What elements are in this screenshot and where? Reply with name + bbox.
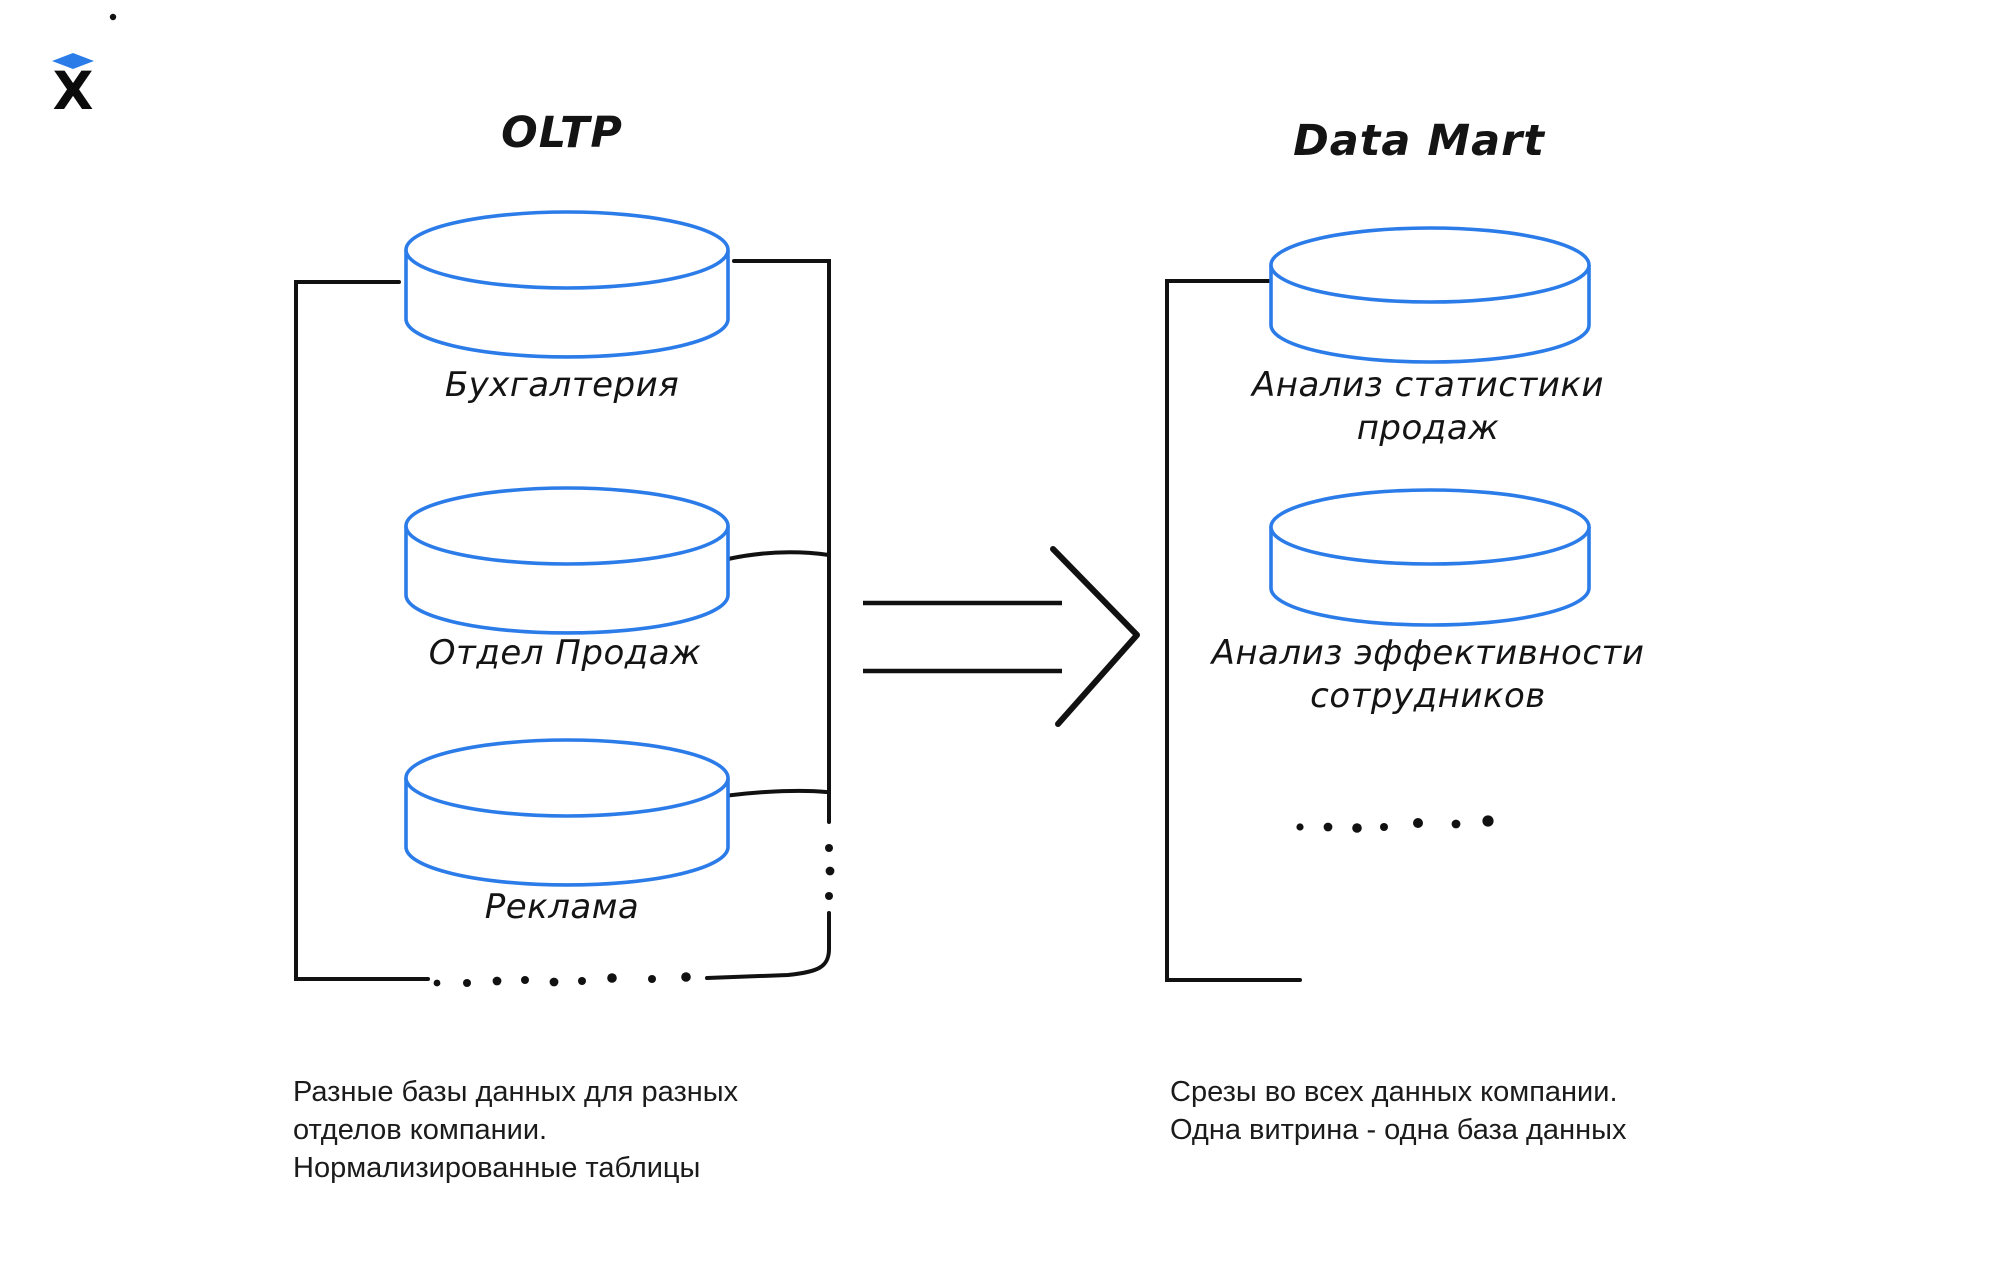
datamart-db-employee-eff-cylinder bbox=[1269, 488, 1591, 627]
datamart-caption-line2: Одна витрина - одна база данных bbox=[1170, 1114, 1627, 1146]
oltp-ellipsis-dots-bottom bbox=[433, 972, 691, 987]
oltp-db-ads-label: Реклама bbox=[484, 887, 640, 927]
datamart-db-employee-eff-label-line2: сотрудников bbox=[1310, 676, 1546, 716]
oltp-column-title: OLTP bbox=[501, 108, 623, 158]
oltp-db-accounting-cylinder bbox=[404, 210, 730, 359]
datamart-db-sales-stats-label-line1: Анализ статистики bbox=[1251, 365, 1605, 405]
datamart-db-sales-stats-label: Анализ статистики продаж bbox=[1252, 364, 1604, 450]
oltp-db-sales-cylinder bbox=[404, 486, 730, 635]
etl-arrow bbox=[863, 546, 1140, 727]
oltp-db-accounting-label: Бухгалтерия bbox=[444, 365, 680, 405]
datamart-caption-line1: Срезы во всех данных компании. bbox=[1170, 1076, 1618, 1108]
logo-letter: X bbox=[53, 61, 94, 122]
brand-logo: X bbox=[52, 53, 94, 122]
oltp-caption-line3: Нормализированные таблицы bbox=[293, 1152, 701, 1184]
logo-diamond-icon bbox=[52, 53, 94, 69]
oltp-caption-line1: Разные базы данных для разных bbox=[293, 1076, 739, 1108]
datamart-ellipsis-dots bbox=[1296, 815, 1494, 833]
datamart-column-title: Data Mart bbox=[1293, 116, 1545, 166]
oltp-left-bracket bbox=[294, 280, 430, 981]
arrow-chevron bbox=[1050, 546, 1140, 727]
oltp-caption: Разные базы данных для разных отделов ко… bbox=[293, 1073, 738, 1187]
datamart-bracket bbox=[1165, 279, 1302, 982]
datamart-db-sales-stats-label-line2: продаж bbox=[1356, 408, 1500, 448]
datamart-db-employee-eff-label: Анализ эффективности сотрудников bbox=[1212, 632, 1645, 718]
oltp-ellipsis-dots-vertical bbox=[825, 844, 835, 900]
datamart-db-employee-eff-label-line1: Анализ эффективности bbox=[1211, 633, 1645, 673]
oltp-caption-line2: отделов компании. bbox=[293, 1114, 548, 1146]
datamart-caption: Срезы во всех данных компании. Одна витр… bbox=[1170, 1073, 1626, 1149]
oltp-db-sales-label: Отдел Продаж bbox=[428, 633, 702, 673]
datamart-db-sales-stats-cylinder bbox=[1269, 226, 1591, 364]
oltp-right-bracket bbox=[692, 259, 831, 980]
oltp-db-ads-cylinder bbox=[404, 738, 730, 887]
stray-ink-dot bbox=[109, 13, 117, 21]
